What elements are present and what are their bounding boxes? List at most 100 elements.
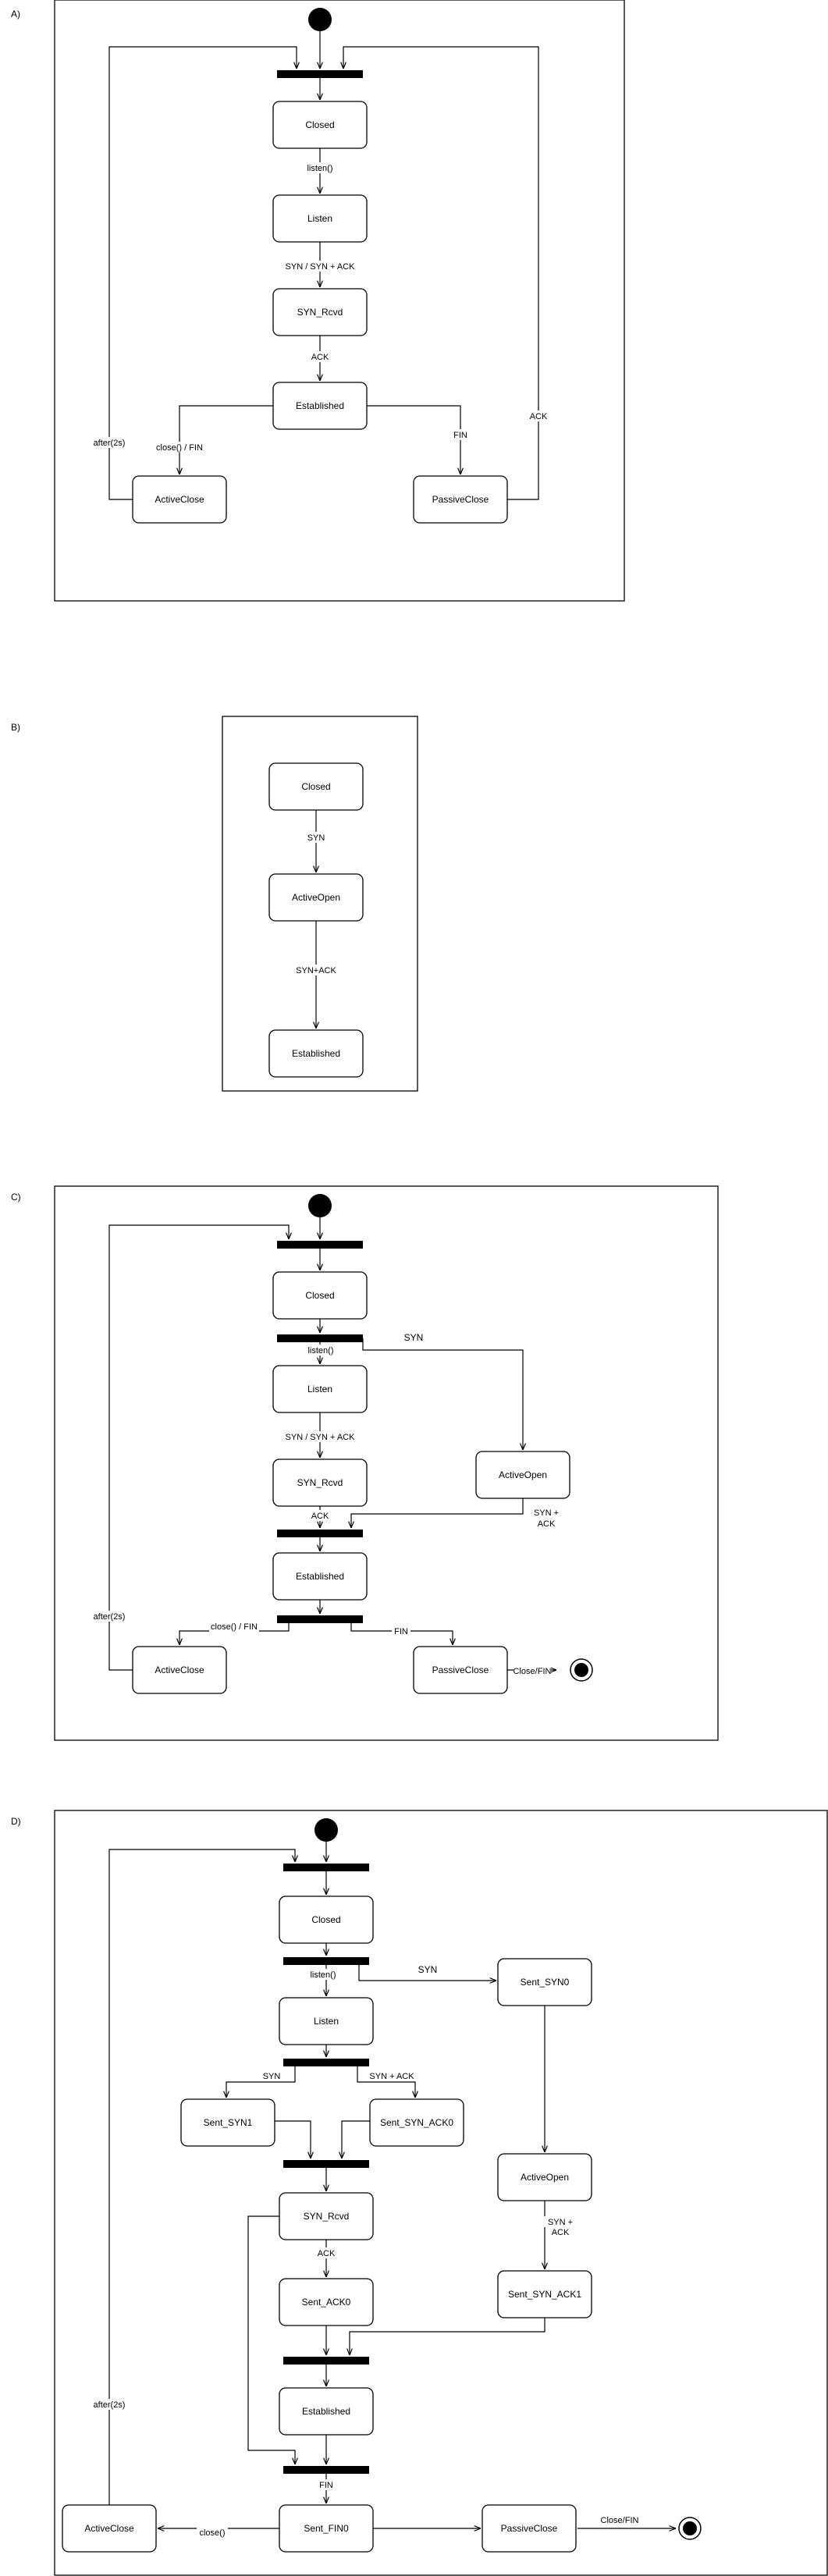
state-active-open	[475, 1451, 570, 1499]
state-passive-close	[482, 2504, 577, 2553]
state-listen-label: Listen	[307, 1384, 332, 1395]
state-established	[272, 1552, 368, 1601]
state-closed-label: Closed	[305, 1290, 334, 1301]
join-bar-2	[283, 2357, 369, 2365]
state-active-open	[268, 873, 364, 922]
state-sent-syn1	[180, 2098, 275, 2147]
state-syn-rcvd	[272, 1459, 368, 1507]
state-syn-rcvd-label: SYN_Rcvd	[297, 1477, 343, 1488]
fork-bar-2	[277, 1334, 363, 1342]
state-closed	[279, 1896, 374, 1944]
edge-label-syn-synack: SYN / SYN + ACK	[286, 1433, 356, 1442]
fork-bar	[277, 70, 363, 78]
edge-label-syn: SYN	[307, 833, 325, 843]
diagram-a: A) Closed Listen SYN_Rcvd Established Ac…	[11, 0, 625, 602]
fork-bar-3	[277, 1615, 363, 1623]
edge-label-syn: SYN	[404, 1332, 424, 1343]
diagram-a-tag: A)	[11, 9, 20, 20]
diagram-d-frame	[54, 1810, 828, 2576]
fork-bar-2	[283, 1957, 369, 1965]
state-syn-rcvd	[279, 2192, 374, 2240]
state-passive-close-label: PassiveClose	[432, 1665, 489, 1675]
state-sent-syn0-label: Sent_SYN0	[521, 1977, 570, 1988]
fork-bar-1	[283, 1864, 369, 1871]
edge-label-after: after(2s)	[94, 1612, 126, 1622]
edge-label-ack: ACK	[318, 2249, 336, 2258]
state-closed-label: Closed	[305, 119, 334, 130]
edge-label-fin: FIN	[319, 2481, 333, 2490]
edge-label-listen: listen()	[307, 164, 332, 173]
edge-label-synack-1: SYN +	[534, 1508, 559, 1518]
state-active-close-label: ActiveClose	[155, 1665, 204, 1675]
fork-bar-3	[283, 2059, 369, 2066]
edge-label-synack-1: SYN +	[548, 2218, 573, 2227]
fork-bar-4	[283, 2466, 369, 2474]
fork-bar-1	[277, 1241, 363, 1249]
state-sent-fin0-label: Sent_FIN0	[304, 2523, 349, 2534]
edge-label-fin: FIN	[394, 1627, 408, 1636]
initial-node	[308, 1194, 332, 1217]
edge-label-after: after(2s)	[94, 2400, 126, 2410]
state-passive-close-label: PassiveClose	[432, 494, 489, 505]
state-active-close	[62, 2504, 157, 2553]
state-sent-syn-ack0-label: Sent_SYN_ACK0	[380, 2117, 453, 2128]
state-active-open-label: ActiveOpen	[292, 892, 340, 903]
state-sent-syn1-label: Sent_SYN1	[204, 2117, 253, 2128]
state-closed	[272, 101, 368, 149]
diagram-b-frame	[222, 716, 418, 1092]
state-sent-ack0	[279, 2278, 374, 2326]
edge-label-ack-right: ACK	[530, 412, 548, 421]
state-sent-syn-ack1	[497, 2270, 592, 2318]
state-established	[268, 1029, 364, 1078]
state-listen-label: Listen	[314, 2016, 339, 2027]
state-active-close-label: ActiveClose	[155, 494, 204, 505]
state-established-label: Established	[296, 1571, 344, 1582]
final-node-inner	[574, 1663, 588, 1677]
edge-label-synack: SYN+ACK	[296, 966, 336, 975]
join-bar-1	[283, 2160, 369, 2168]
diagram-d-tag: D)	[11, 1816, 21, 1827]
state-listen	[279, 1997, 374, 2045]
state-listen-label: Listen	[307, 213, 332, 224]
state-closed-label: Closed	[301, 781, 330, 792]
final-node-inner	[683, 2521, 697, 2535]
state-syn-rcvd	[272, 288, 368, 336]
edge-label-synack-2: ACK	[538, 1519, 556, 1529]
edge-label-syn: SYN / SYN + ACK	[286, 262, 356, 272]
state-syn-rcvd-label: SYN_Rcvd	[297, 307, 343, 318]
state-closed-label: Closed	[311, 1914, 340, 1925]
edge-label-syn-top: SYN	[418, 1964, 438, 1975]
diagram-d: D) Closed Sent_SYN0	[11, 1810, 828, 2576]
state-active-close	[132, 1646, 227, 1694]
state-sent-syn-ack0	[369, 2098, 464, 2147]
state-active-open	[497, 2153, 592, 2201]
edge-label-listen: listen()	[307, 1346, 333, 1356]
state-established	[279, 2387, 374, 2436]
initial-node	[308, 8, 332, 31]
state-sent-syn0	[497, 1958, 592, 2006]
diagram-a-frame	[54, 0, 625, 602]
edge-label-ack: ACK	[311, 1512, 329, 1521]
edge-label-after: after(2s)	[94, 439, 126, 448]
join-bar	[277, 1530, 363, 1537]
diagram-c-frame	[54, 1185, 719, 1741]
state-sent-ack0-label: Sent_ACK0	[302, 2297, 351, 2308]
state-active-open-label: ActiveOpen	[499, 1469, 547, 1480]
state-closed	[272, 1271, 368, 1320]
edge-label-ack: ACK	[311, 353, 329, 362]
state-established-label: Established	[302, 2406, 350, 2417]
state-active-close-label: ActiveClose	[84, 2523, 134, 2534]
diagram-c-tag: C)	[11, 1192, 21, 1203]
edge-label-closefin: Close/FIN	[601, 2516, 639, 2525]
state-syn-rcvd-label: SYN_Rcvd	[304, 2211, 350, 2222]
state-sent-fin0	[279, 2504, 374, 2553]
state-established-label: Established	[296, 400, 344, 411]
edge-label-close: close() / FIN	[156, 443, 203, 453]
diagram-b-tag: B)	[11, 722, 20, 733]
edge-label-syn-left: SYN	[263, 2072, 281, 2081]
state-passive-close	[413, 1646, 508, 1694]
edge-label-synack-2: ACK	[552, 2228, 570, 2237]
state-closed	[268, 762, 364, 811]
diagram-c: C) Closed Listen SYN_Rcvd ActiveOpen Est…	[11, 1185, 719, 1741]
state-listen	[272, 1365, 368, 1413]
